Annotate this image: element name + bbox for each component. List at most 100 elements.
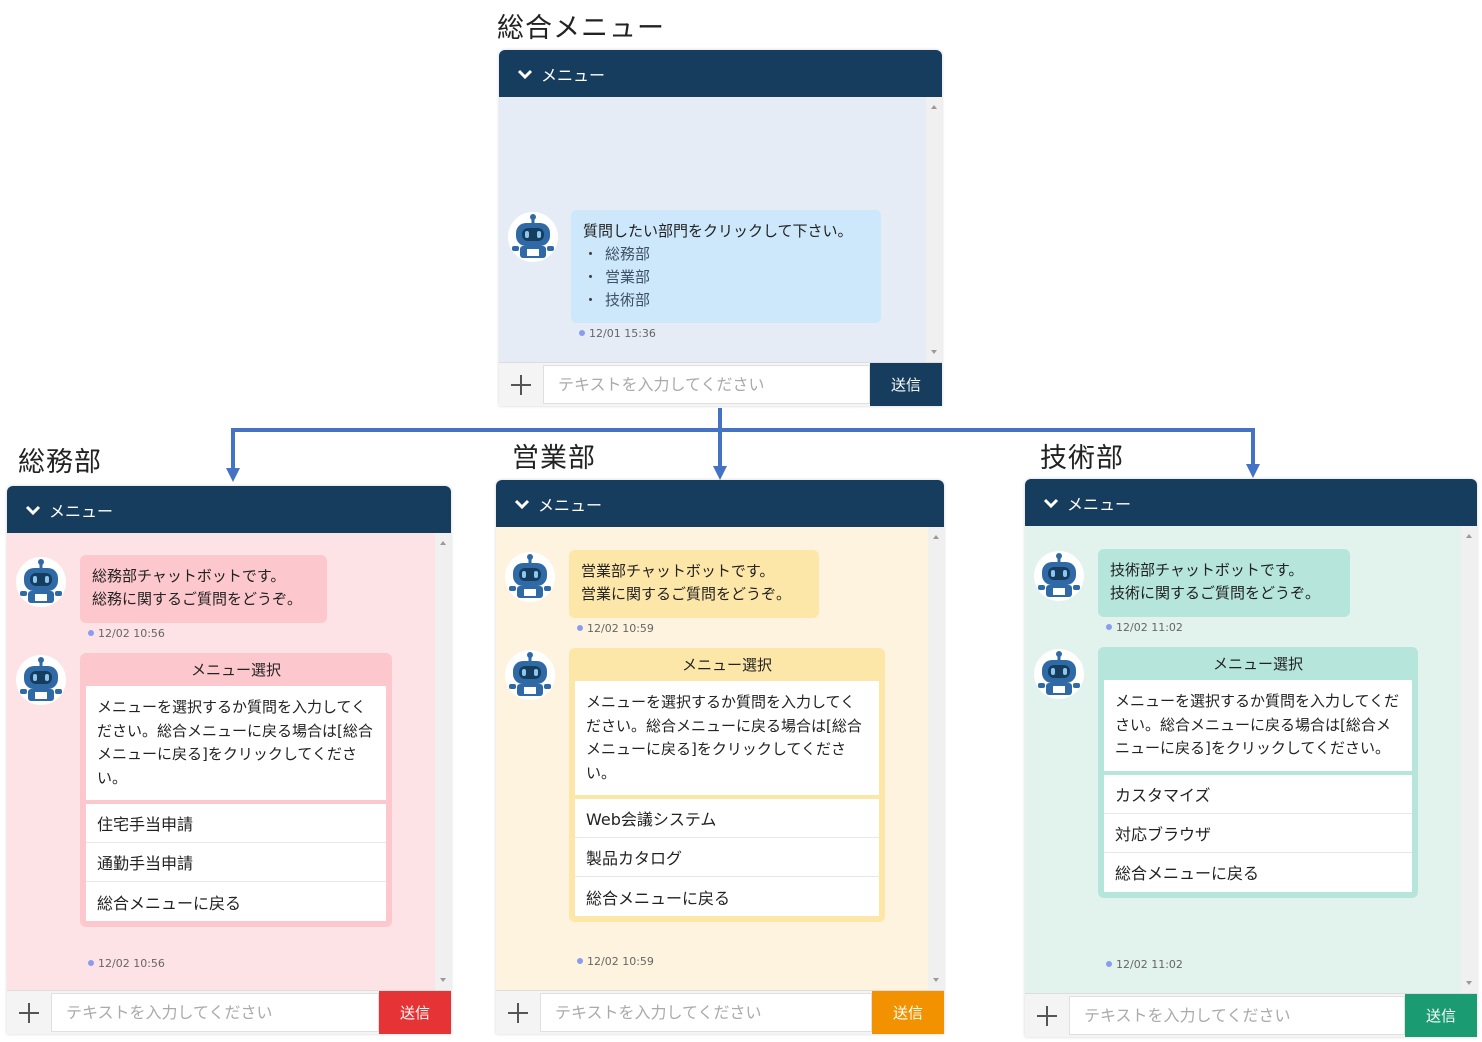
timestamp-text: 12/01 15:36 xyxy=(589,327,656,340)
robot-avatar xyxy=(1034,649,1084,699)
card-timestamp: 12/02 10:59 xyxy=(577,955,654,968)
gijutsu-panel-header[interactable]: メニュー xyxy=(1025,479,1477,526)
option-item[interactable]: カスタマイズ xyxy=(1104,775,1412,814)
greeting-line1: 技術部チャットボットです。 xyxy=(1110,561,1304,579)
option-item[interactable]: 総合メニューに戻る xyxy=(1115,864,1260,883)
timestamp-text: 12/02 10:56 xyxy=(98,957,165,970)
greeting-timestamp: 12/02 11:02 xyxy=(1106,621,1183,634)
input-bar: 送信 xyxy=(499,362,942,406)
message-timestamp: 12/01 15:36 xyxy=(579,327,656,340)
status-dot xyxy=(579,330,585,336)
scrollbar[interactable] xyxy=(1461,526,1477,993)
link-soumu[interactable]: 総務部 xyxy=(583,243,869,266)
gijutsu-heading: 技術部 xyxy=(1040,443,1124,474)
link-eigyo[interactable]: 営業部 xyxy=(583,266,869,289)
greeting-timestamp: 12/02 10:59 xyxy=(577,622,654,635)
card-title: メニュー選択 xyxy=(190,661,281,679)
scroll-down-arrow[interactable] xyxy=(933,978,939,982)
card-timestamp: 12/02 10:56 xyxy=(88,957,165,970)
scrollbar[interactable] xyxy=(928,527,944,990)
chevron-down-icon[interactable] xyxy=(1041,493,1061,513)
robot-icon xyxy=(1038,553,1080,597)
link-gijutsu[interactable]: 技術部 xyxy=(583,289,869,312)
option-item[interactable]: 製品カタログ xyxy=(575,838,879,877)
scrollbar[interactable] xyxy=(435,533,451,990)
greeting-line2: 総務に関するご質問をどうぞ。 xyxy=(92,590,303,608)
message-input[interactable] xyxy=(543,365,870,404)
status-dot xyxy=(577,958,583,964)
input-bar: 送信 xyxy=(1025,993,1477,1037)
send-button[interactable]: 送信 xyxy=(870,363,942,406)
robot-icon xyxy=(509,652,551,696)
chevron-down-icon[interactable] xyxy=(23,500,43,520)
gijutsu-chat-body: 技術部チャットボットです。 技術に関するご質問をどうぞ。 12/02 11:02… xyxy=(1025,526,1477,993)
card-text: メニューを選択するか質問を入力してください。総合メニューに戻る場合は[総合メニュ… xyxy=(86,686,386,800)
robot-avatar xyxy=(505,650,555,700)
main-message-bubble: 質問したい部門をクリックして下さい。 総務部 営業部 技術部 xyxy=(571,210,881,323)
timestamp-text: 12/02 11:02 xyxy=(1116,621,1183,634)
card-title: メニュー選択 xyxy=(681,656,772,674)
scroll-up-arrow[interactable] xyxy=(931,105,937,109)
card-text: メニューを選択するか質問を入力してください。総合メニューに戻る場合は[総合メニュ… xyxy=(1104,680,1412,771)
chevron-down-icon[interactable] xyxy=(515,64,535,84)
option-item[interactable]: Web会議システム xyxy=(575,799,879,838)
greeting-line2: 営業に関するご質問をどうぞ。 xyxy=(581,585,792,603)
send-button[interactable]: 送信 xyxy=(872,991,944,1034)
option-item[interactable]: 総合メニューに戻る xyxy=(97,893,242,913)
header-label: メニュー xyxy=(538,495,603,515)
send-button[interactable]: 送信 xyxy=(379,991,451,1034)
card-timestamp: 12/02 11:02 xyxy=(1106,958,1183,971)
input-bar: 送信 xyxy=(496,990,944,1034)
option-item[interactable]: 総合メニューに戻る xyxy=(586,888,731,908)
greeting-bubble: 技術部チャットボットです。 技術に関するご質問をどうぞ。 xyxy=(1098,549,1350,617)
greeting-line1: 営業部チャットボットです。 xyxy=(581,562,775,580)
robot-icon xyxy=(1038,651,1080,695)
plus-icon xyxy=(508,1002,528,1023)
scroll-down-arrow[interactable] xyxy=(931,350,937,354)
header-label: メニュー xyxy=(541,65,606,85)
robot-avatar xyxy=(508,212,558,262)
message-input[interactable] xyxy=(1069,996,1405,1035)
scroll-up-arrow[interactable] xyxy=(933,535,939,539)
option-item[interactable]: 住宅手当申請 xyxy=(86,804,386,843)
message-input[interactable] xyxy=(51,993,379,1032)
soumu-panel-header[interactable]: メニュー xyxy=(7,486,451,533)
status-dot xyxy=(577,625,583,631)
main-panel-header[interactable]: メニュー xyxy=(499,50,942,97)
greeting-bubble: 総務部チャットボットです。 総務に関するご質問をどうぞ。 xyxy=(80,555,327,623)
greeting-line2: 技術に関するご質問をどうぞ。 xyxy=(1110,584,1321,602)
option-list: Web会議システム 製品カタログ 総合メニューに戻る xyxy=(575,799,879,916)
scrollbar[interactable] xyxy=(926,97,942,362)
scroll-up-arrow[interactable] xyxy=(1466,534,1472,538)
robot-avatar xyxy=(505,552,555,602)
main-chat-panel: メニュー 質問したい部門をクリックして下さい。 総務部 営業部 技術部 12/0… xyxy=(499,50,942,406)
soumu-chat-panel: メニュー 総務部チャットボットです。 総務に関するご質問をどうぞ。 12/02 … xyxy=(7,486,451,1034)
chevron-down-icon[interactable] xyxy=(512,494,532,514)
message-input[interactable] xyxy=(540,993,872,1032)
scroll-down-arrow[interactable] xyxy=(1466,981,1472,985)
option-item[interactable]: 対応ブラウザ xyxy=(1104,814,1412,853)
option-item[interactable]: 通勤手当申請 xyxy=(86,843,386,882)
plus-button[interactable] xyxy=(1025,994,1069,1037)
greeting-bubble: 営業部チャットボットです。 営業に関するご質問をどうぞ。 xyxy=(569,550,819,618)
robot-icon xyxy=(20,657,62,701)
plus-button[interactable] xyxy=(499,363,543,406)
eigyo-panel-header[interactable]: メニュー xyxy=(496,480,944,527)
eigyo-chat-panel: メニュー 営業部チャットボットです。 営業に関するご質問をどうぞ。 12/02 … xyxy=(496,480,944,1034)
plus-icon xyxy=(511,374,531,395)
scroll-down-arrow[interactable] xyxy=(440,978,446,982)
greeting-timestamp: 12/02 10:56 xyxy=(88,627,165,640)
status-dot xyxy=(88,630,94,636)
header-label: メニュー xyxy=(49,501,114,521)
plus-button[interactable] xyxy=(496,991,540,1034)
scroll-up-arrow[interactable] xyxy=(440,541,446,545)
menu-card: メニュー選択 メニューを選択するか質問を入力してください。総合メニューに戻る場合… xyxy=(1098,647,1418,898)
send-button[interactable]: 送信 xyxy=(1405,994,1477,1037)
plus-icon xyxy=(1037,1005,1057,1026)
timestamp-text: 12/02 11:02 xyxy=(1116,958,1183,971)
robot-avatar xyxy=(16,557,66,607)
plus-button[interactable] xyxy=(7,991,51,1034)
message-text: 質問したい部門をクリックして下さい。 xyxy=(583,222,853,240)
department-link-list: 総務部 営業部 技術部 xyxy=(583,243,869,312)
